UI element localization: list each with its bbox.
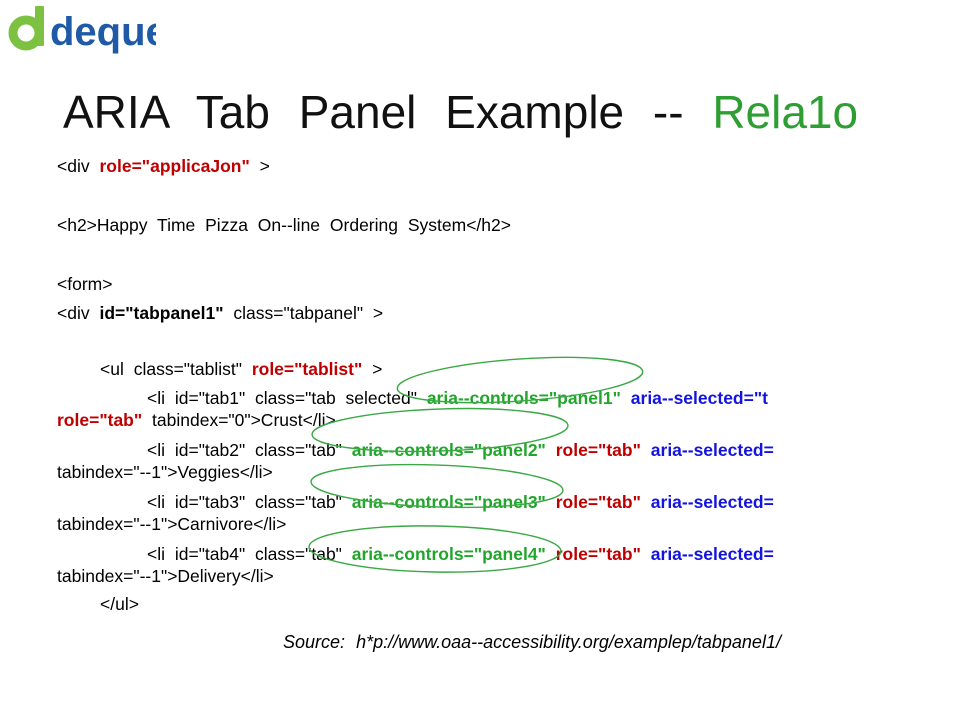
code-token: <ul class="tablist": [100, 359, 242, 379]
code-line-div-tabpanel: <div id="tabpanel1" class="tabpanel" >: [57, 302, 383, 324]
code-attr-role-tablist: role="tablist": [251, 359, 363, 379]
code-attr-aria-selected: aria--selected=: [650, 440, 774, 460]
code-token: class="tabpanel" >: [233, 303, 384, 323]
code-attr-aria-controls: aria--controls="panel4": [351, 544, 546, 564]
code-line-li1-cont: role="tab" tabindex="0">Crust</li>: [57, 409, 336, 431]
logo-wordmark: deque: [50, 10, 156, 54]
code-token: tabindex="--1">Delivery</li>: [57, 566, 274, 586]
code-line-h2: <h2>Happy Time Pizza On--line Ordering S…: [57, 214, 511, 236]
code-attr-aria-selected: aria--selected=: [650, 492, 774, 512]
code-token: <form>: [57, 274, 113, 294]
code-line-li4: <li id="tab4" class="tab" aria--controls…: [147, 543, 774, 565]
code-token: >: [372, 359, 383, 379]
code-attr-aria-selected: aria--selected="t: [630, 388, 768, 408]
title-accent: Rela1o: [712, 86, 859, 138]
code-attr-aria-controls: aria--controls="panel2": [351, 440, 546, 460]
code-attr-role: role="applicaJon": [99, 156, 250, 176]
source-label: Source:: [283, 632, 346, 652]
code-line-ul: <ul class="tablist" role="tablist" >: [100, 358, 382, 380]
code-token: <li id="tab4" class="tab": [147, 544, 342, 564]
code-token: tabindex="--1">Veggies</li>: [57, 462, 273, 482]
source-citation: Source: h*p://www.oaa--accessibility.org…: [283, 632, 781, 653]
source-url: h*p://www.oaa--accessibility.org/example…: [356, 632, 781, 652]
code-attr-role-tab: role="tab": [555, 440, 641, 460]
code-attr-role-tab: role="tab": [57, 410, 143, 430]
code-line-li4-cont: tabindex="--1">Delivery</li>: [57, 565, 274, 587]
code-attr-aria-controls: aria--controls="panel1": [426, 388, 621, 408]
code-attr-aria-selected: aria--selected=: [650, 544, 774, 564]
code-attr-aria-controls: aria--controls="panel3": [351, 492, 546, 512]
code-line-li3-cont: tabindex="--1">Carnivore</li>: [57, 513, 286, 535]
code-attr-role-tab: role="tab": [555, 492, 641, 512]
code-line-ul-close: </ul>: [100, 593, 139, 615]
code-token: <div: [57, 303, 90, 323]
code-token: <li id="tab2" class="tab": [147, 440, 342, 460]
title-main: ARIA Tab Panel Example --: [63, 86, 713, 138]
code-line-form: <form>: [57, 273, 112, 295]
code-line-div-application: <div role="applicaJon" >: [57, 155, 270, 177]
code-token: </ul>: [100, 594, 139, 614]
code-token: <li id="tab3" class="tab": [147, 492, 342, 512]
code-token: tabindex="0">Crust</li>: [152, 410, 336, 430]
code-line-li1: <li id="tab1" class="tab selected" aria-…: [147, 387, 768, 409]
code-line-li3: <li id="tab3" class="tab" aria--controls…: [147, 491, 774, 513]
code-token: <h2>Happy Time Pizza On--line Ordering S…: [57, 215, 511, 235]
code-token: tabindex="--1">Carnivore</li>: [57, 514, 287, 534]
deque-logo: deque: [8, 6, 156, 54]
code-attr-role-tab: role="tab": [555, 544, 641, 564]
code-token: <div: [57, 156, 90, 176]
code-attr-id: id="tabpanel1": [99, 303, 224, 323]
code-line-li2-cont: tabindex="--1">Veggies</li>: [57, 461, 273, 483]
code-token: >: [259, 156, 270, 176]
page-title: ARIA Tab Panel Example -- Rela1o: [63, 82, 858, 142]
code-line-li2: <li id="tab2" class="tab" aria--controls…: [147, 439, 774, 461]
code-token: <li id="tab1" class="tab selected": [147, 388, 417, 408]
